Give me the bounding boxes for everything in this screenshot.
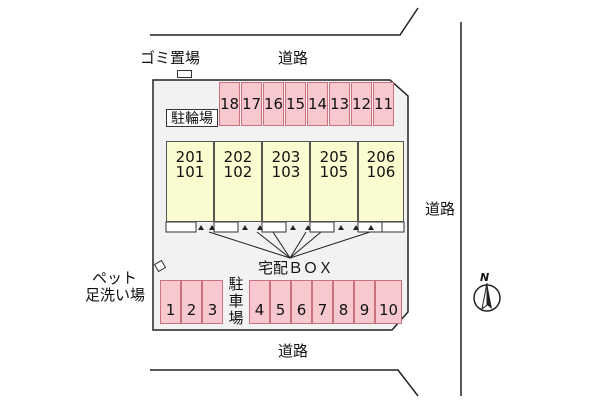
unit-upper-number: 202 [223, 148, 253, 166]
road-top-edge [150, 7, 419, 36]
garbage-area-box [177, 70, 192, 78]
unit-lower-number: 101 [175, 163, 205, 181]
north-label: N [480, 271, 490, 284]
road-top-label: 道路 [278, 49, 309, 67]
parking-label-text: 駐車場 [228, 275, 244, 327]
delivery-box-label: 宅配ＢＯＸ [258, 259, 334, 277]
parking-space: 17 [241, 82, 262, 126]
parking-space: 6 [291, 280, 312, 324]
unit-block: 202 102 [214, 141, 262, 222]
parking-space: 4 [249, 280, 270, 324]
parking-space: 16 [263, 82, 284, 126]
parking-space: 3 [202, 280, 223, 324]
unit-upper-number: 206 [366, 148, 396, 166]
unit-upper-number: 201 [175, 148, 205, 166]
unit-entrance-strip [165, 221, 405, 233]
unit-lower-number: 106 [366, 163, 396, 181]
parking-space: 7 [312, 280, 333, 324]
pet-wash-marker [153, 259, 167, 273]
unit-upper-number: 205 [319, 148, 349, 166]
north-arrow-icon [473, 282, 501, 312]
road-bottom-label: 道路 [278, 342, 309, 360]
bicycle-parking-label: 駐輪場 [166, 109, 218, 127]
unit-lower-number: 103 [271, 163, 301, 181]
parking-space: 18 [219, 82, 240, 126]
parking-space: 1 [160, 280, 181, 324]
unit-lower-number: 105 [319, 163, 349, 181]
unit-block: 201 101 [166, 141, 214, 222]
parking-label: 駐車場 [228, 276, 244, 327]
delivery-box-lines [208, 231, 371, 259]
parking-space: 13 [329, 82, 350, 126]
parking-space: 11 [373, 82, 394, 126]
entrance-markers [198, 225, 374, 230]
parking-space: 5 [270, 280, 291, 324]
parking-space: 14 [307, 82, 328, 126]
unit-block: 203 103 [262, 141, 310, 222]
pet-wash-label-line2: 足洗い場 [85, 286, 146, 304]
road-bottom-edge [150, 369, 419, 397]
pet-wash-label-line1: ペット [92, 269, 138, 287]
parking-space: 10 [375, 280, 402, 324]
parking-space: 9 [354, 280, 375, 324]
parking-space: 2 [181, 280, 202, 324]
unit-lower-number: 102 [223, 163, 253, 181]
parking-space: 12 [351, 82, 372, 126]
parking-space: 15 [285, 82, 306, 126]
unit-block: 205 105 [310, 141, 358, 222]
parking-space: 8 [333, 280, 354, 324]
road-right-label: 道路 [425, 200, 456, 218]
unit-upper-number: 203 [271, 148, 301, 166]
unit-block: 206 106 [358, 141, 404, 222]
garbage-area-label: ゴミ置場 [140, 49, 201, 67]
